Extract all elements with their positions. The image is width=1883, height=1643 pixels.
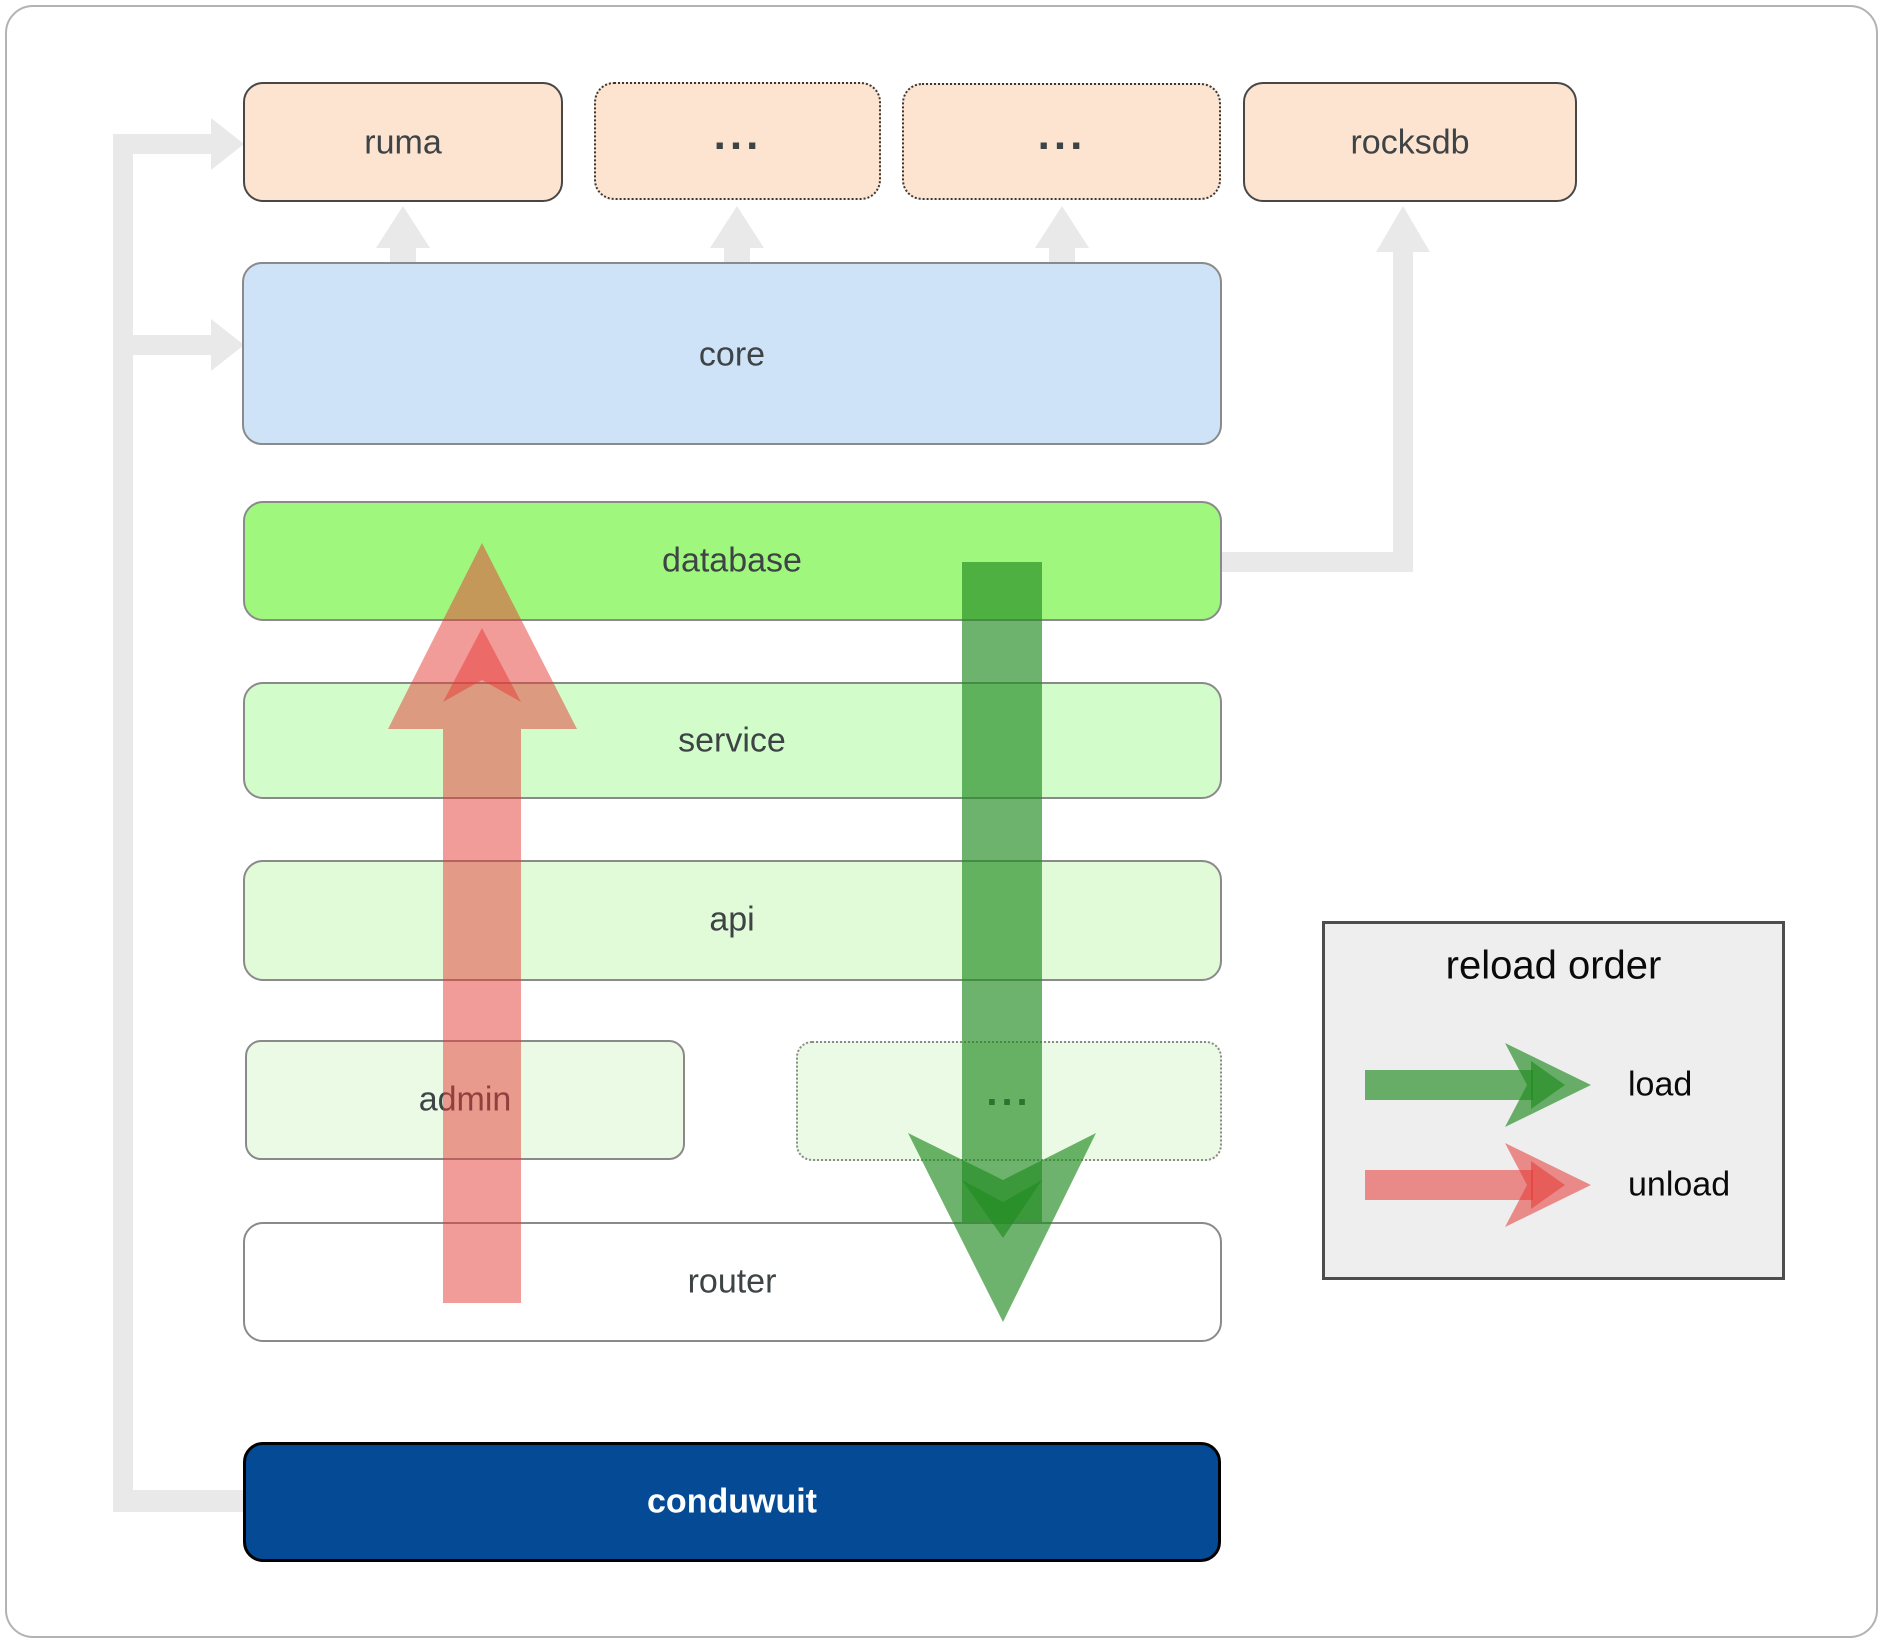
legend-title: reload order bbox=[1445, 943, 1662, 988]
label-ellipsis-2: ... bbox=[1037, 110, 1087, 159]
label-database: database bbox=[662, 541, 802, 580]
arrowhead-into-core bbox=[211, 319, 244, 371]
connector-database-horizontal bbox=[1220, 552, 1413, 572]
box-ellipsis-2 bbox=[902, 83, 1221, 200]
stub-core-to-ellipsis2 bbox=[1049, 244, 1075, 264]
connector-rocksdb-vertical bbox=[1393, 248, 1413, 572]
legend-load-label: load bbox=[1628, 1065, 1693, 1104]
arrowhead-core-to-ellipsis2 bbox=[1035, 206, 1089, 248]
box-core bbox=[242, 262, 1222, 445]
connector-branch-ruma bbox=[131, 134, 213, 154]
label-admin: admin bbox=[418, 1080, 512, 1119]
legend-load-arrow bbox=[1365, 1043, 1591, 1127]
label-core: core bbox=[698, 335, 766, 374]
label-conduwuit: conduwuit bbox=[647, 1482, 817, 1521]
label-service: service bbox=[678, 721, 786, 760]
stub-core-to-ruma bbox=[390, 244, 416, 264]
legend-unload-label: unload bbox=[1628, 1165, 1731, 1204]
box-ruma bbox=[243, 82, 563, 202]
connector-conduwuit-horizontal bbox=[113, 1490, 245, 1512]
label-ruma: ruma bbox=[364, 123, 442, 162]
box-rocksdb bbox=[1243, 82, 1577, 202]
arrowhead-into-rocksdb bbox=[1376, 206, 1430, 252]
label-router: router bbox=[687, 1262, 777, 1301]
box-conduwuit bbox=[243, 1442, 1221, 1562]
label-api: api bbox=[709, 900, 755, 939]
arrowhead-core-to-ruma bbox=[376, 206, 430, 248]
label-ellipsis-1: ... bbox=[713, 110, 763, 159]
legend-arrows bbox=[1365, 1043, 1591, 1227]
stub-core-to-ellipsis1 bbox=[724, 244, 750, 264]
connector-left-trunk bbox=[113, 134, 133, 1512]
connector-branch-core bbox=[131, 335, 213, 355]
label-admin-ellipsis: ... bbox=[986, 1070, 1032, 1114]
arrowhead-into-ruma bbox=[211, 118, 244, 170]
arrowhead-core-to-ellipsis1 bbox=[710, 206, 764, 248]
legend-unload-arrow bbox=[1365, 1143, 1591, 1227]
label-rocksdb: rocksdb bbox=[1350, 123, 1470, 162]
box-ellipsis-1 bbox=[594, 82, 881, 200]
legend: reload order load unload bbox=[1322, 921, 1785, 1280]
